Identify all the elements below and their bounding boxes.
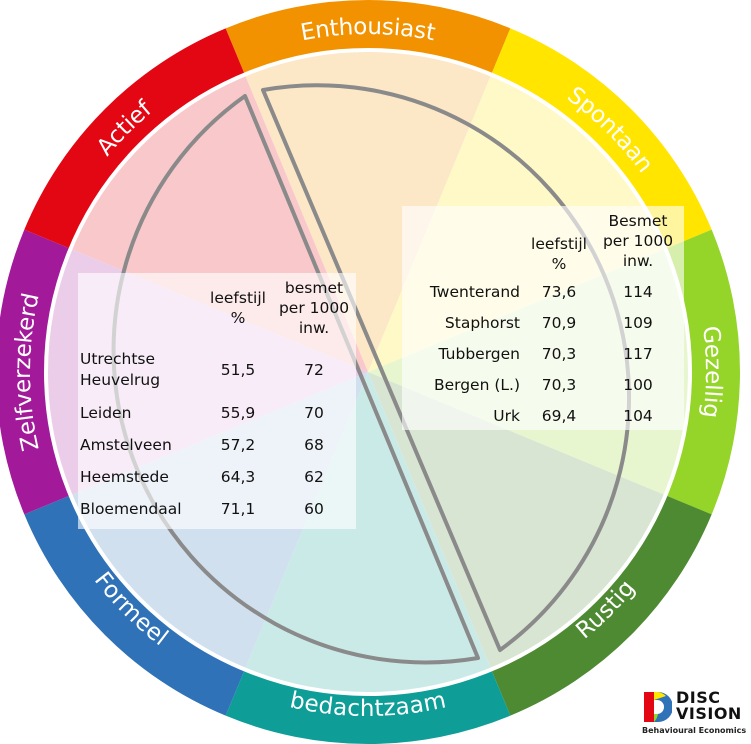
logo-subtitle: Behavioural Economics: [642, 726, 747, 735]
municipality-name: Leiden: [80, 404, 132, 422]
infected-per-1000: 109: [623, 313, 653, 332]
logo-wordmark: DISC VISION: [676, 688, 742, 723]
inner-fill-enthousiast: [244, 50, 492, 373]
infected-per-1000: 114: [623, 282, 653, 301]
ring-segment-formeel: [24, 495, 245, 716]
municipality-name: Staphorst: [444, 313, 520, 332]
infected-per-1000: 104: [623, 406, 653, 425]
infected-per-1000: 60: [304, 500, 324, 518]
table-left-header-pct: leefstijl%: [210, 289, 266, 327]
ring-segment-rustig: [491, 495, 712, 716]
table-row: Bergen (L.) 70,3 100: [402, 369, 684, 400]
ring-segment-actief: [24, 28, 245, 249]
municipality-name: Tubbergen: [438, 344, 520, 363]
infected-per-1000: 68: [304, 436, 324, 454]
infected-per-1000: 72: [304, 361, 324, 379]
municipality-name: Heemstede: [80, 468, 169, 486]
disc-vision-logo: DISC VISION Behavioural Economics: [642, 688, 746, 738]
table-row: Bloemendaal 71,1 60: [78, 493, 356, 525]
disc-logo-icon: [644, 692, 672, 722]
infected-per-1000: 117: [623, 344, 653, 363]
ring-label-gezellig: Gezellig: [698, 325, 727, 420]
lifestyle-pct: 57,2: [220, 436, 256, 454]
municipality-name: Amstelveen: [80, 436, 172, 454]
lifestyle-pct: 71,1: [220, 500, 256, 518]
infected-per-1000: 100: [623, 375, 653, 394]
ring-separator: [44, 48, 692, 696]
lifestyle-pct: 70,3: [541, 344, 577, 363]
lifestyle-pct: 73,6: [541, 282, 577, 301]
table-row: Urk 69,4 104: [402, 400, 684, 431]
lifestyle-pct: 51,5: [220, 361, 256, 379]
table-right-header-pct: leefstijl%: [531, 235, 587, 273]
municipality-name: Bloemendaal: [80, 500, 182, 518]
ring-segment-bedachtzaam: [225, 669, 511, 744]
table-row: Staphorst 70,9 109: [402, 307, 684, 338]
lifestyle-pct: 70,3: [541, 375, 577, 394]
infected-per-1000: 70: [304, 404, 324, 422]
inner-fill-rustig: [368, 372, 666, 670]
ring-segment-gezellig: [665, 229, 740, 515]
lifestyle-pct: 69,4: [541, 406, 577, 425]
table-row: Amstelveen 57,2 68: [78, 429, 356, 461]
lifestyle-pct: 55,9: [220, 404, 256, 422]
municipality-name: Twenterand: [429, 282, 520, 301]
ring-segment-enthousiast: [225, 0, 511, 75]
table-row: Heemstede 64,3 62: [78, 461, 356, 493]
infected-per-1000: 62: [304, 468, 324, 486]
ring-segment-spontaan: [491, 28, 712, 249]
table-row: Twenterand 73,6 114: [402, 276, 684, 307]
lifestyle-pct: 64,3: [220, 468, 256, 486]
municipality-name: Bergen (L.): [433, 375, 520, 394]
table-row: Leiden 55,9 70: [78, 397, 356, 429]
lifestyle-pct: 70,9: [541, 313, 577, 332]
table-row: Tubbergen 70,3 117: [402, 338, 684, 369]
inner-fill-bedachtzaam: [244, 372, 492, 694]
municipality-name: Urk: [493, 406, 520, 425]
